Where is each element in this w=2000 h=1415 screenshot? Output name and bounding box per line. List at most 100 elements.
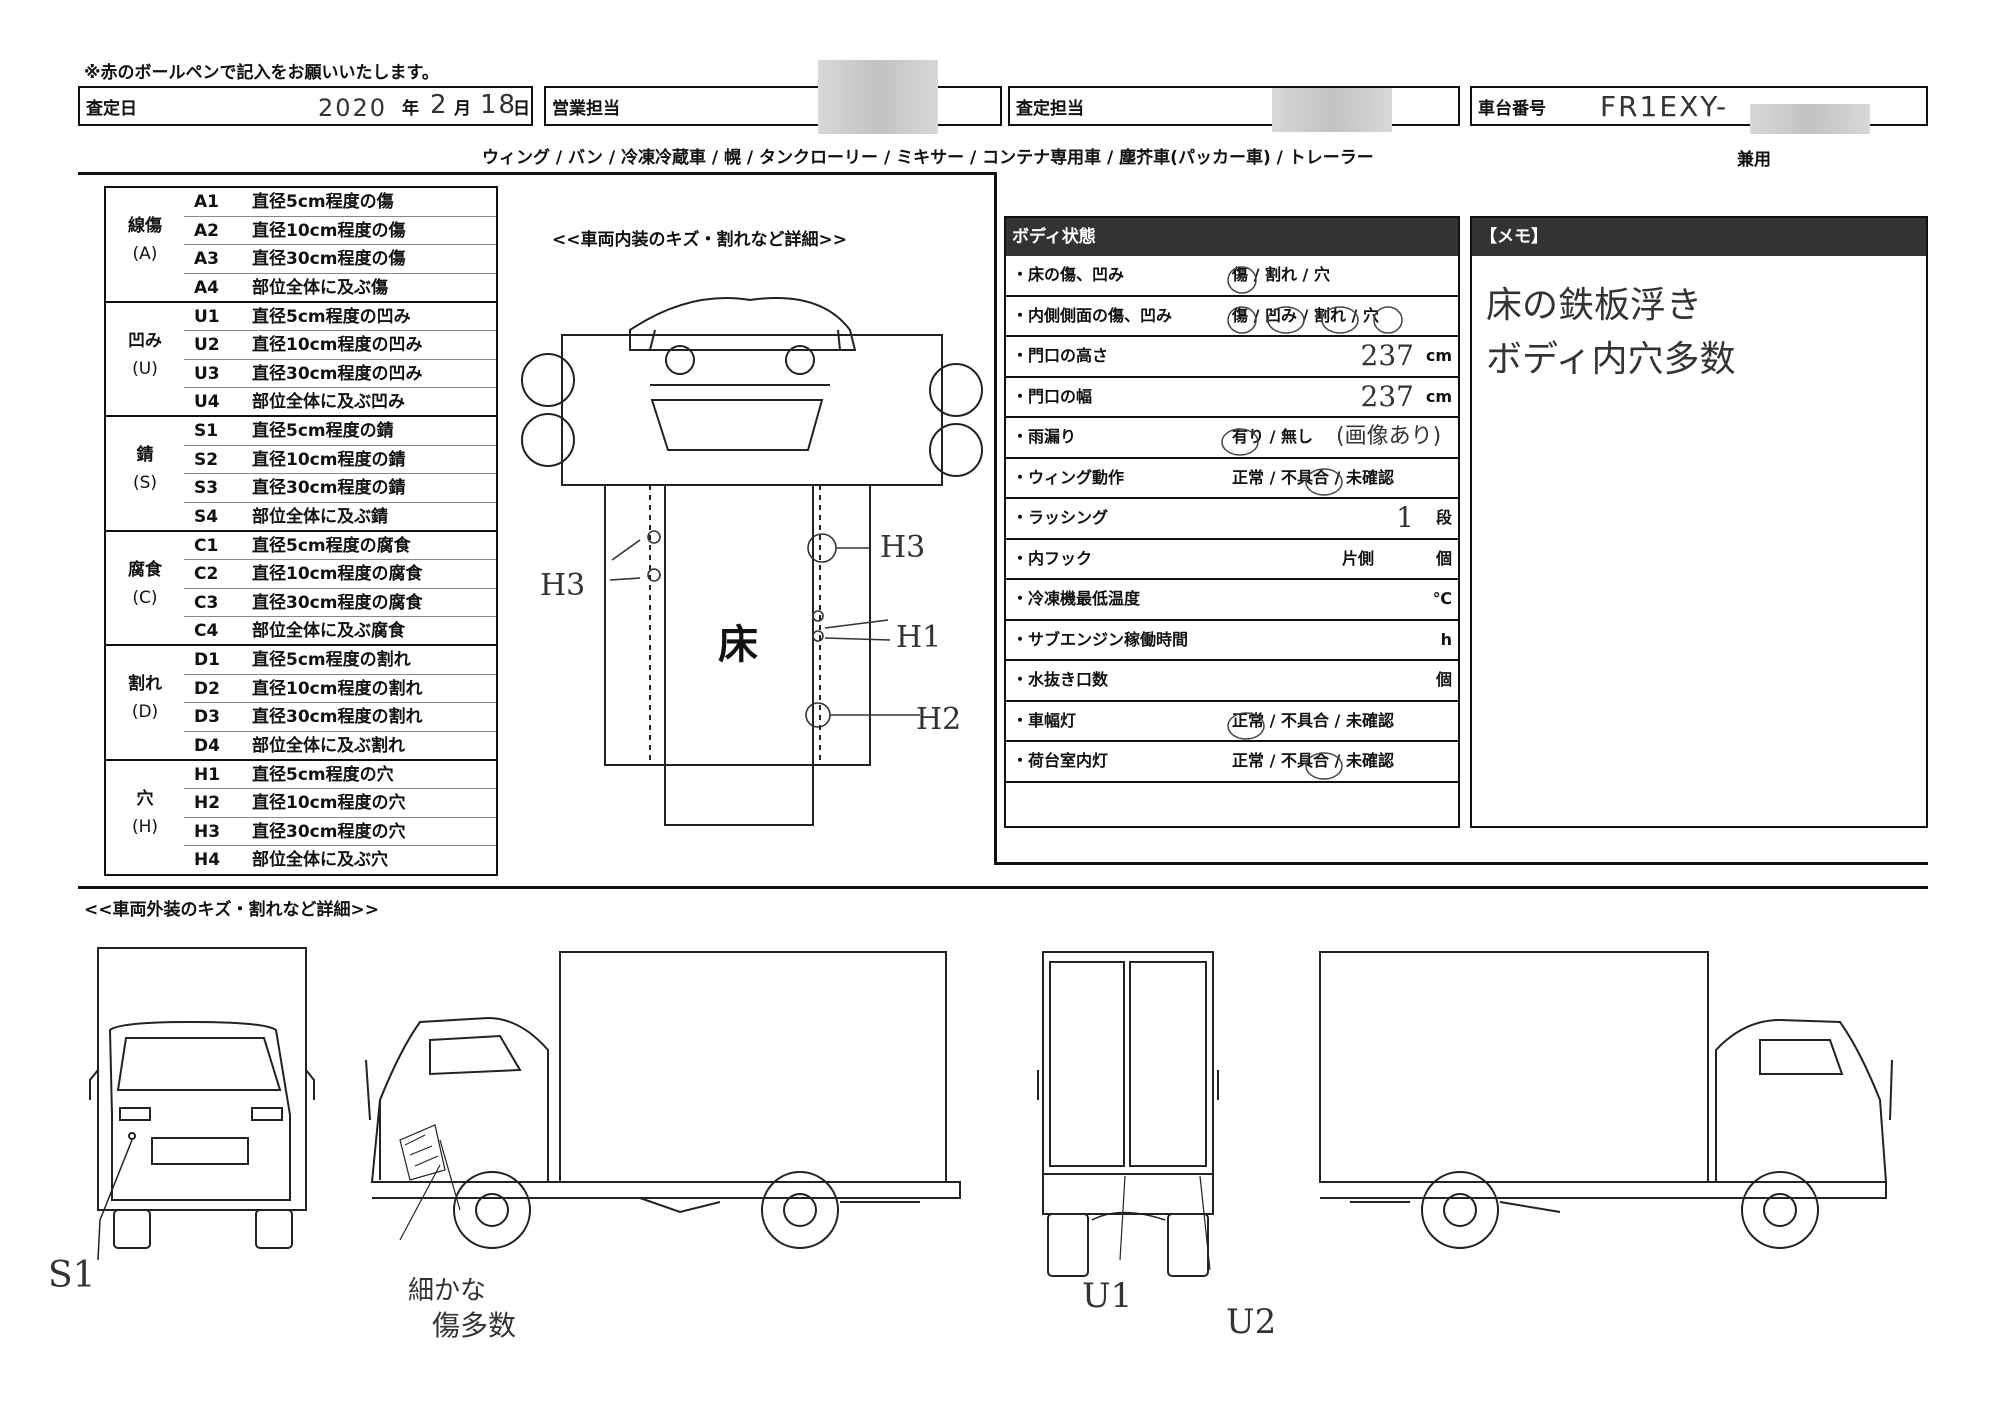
legend-category: 線傷 <box>128 216 162 236</box>
mark-s1: S1 <box>48 1255 96 1296</box>
option-circle-marks <box>1221 266 1403 780</box>
mark-h3-left: H3 <box>540 568 586 603</box>
bc-row-cargo-lamp[interactable]: ・荷台室内灯正常 / 不具合 / 未確認 <box>1006 742 1458 783</box>
ext-note-line-2: 傷多数 <box>432 1309 517 1342</box>
truck-rear-view <box>1037 951 1219 1277</box>
sales-staff-field[interactable]: 営業担当 <box>544 86 1002 126</box>
legend-category: 腐食 <box>128 559 162 580</box>
floor-label: 床 <box>718 622 758 668</box>
truck-front-view <box>89 947 315 1261</box>
mark-h2: H2 <box>916 702 962 737</box>
legend-category-code: (C) <box>132 587 158 608</box>
bc-row-drain[interactable]: ・水抜き口数個 <box>1006 661 1458 702</box>
date-day-value: 18 <box>480 90 518 120</box>
vehicle-number-value: FR1EXY- <box>1600 90 1729 123</box>
body-condition-title: ボディ状態 <box>1006 218 1458 256</box>
date-year-unit: 年 <box>402 99 419 119</box>
exterior-truck-diagrams <box>89 947 1893 1277</box>
legend-category: 穴 <box>136 788 154 809</box>
date-month-value: 2 <box>430 90 449 120</box>
leak-note: (画像あり) <box>1336 424 1442 449</box>
appraisal-date-label: 査定日 <box>86 98 137 119</box>
ext-note-line-1: 細かな <box>408 1276 487 1306</box>
legend-category-code: (D) <box>131 702 159 722</box>
divider-line <box>78 172 996 175</box>
memo-line-2: ボディ内穴多数 <box>1486 339 1736 380</box>
redaction-block <box>818 60 938 134</box>
legend-category-code: (S) <box>132 473 158 493</box>
legend-category: 凹み <box>128 330 162 351</box>
interior-section-title: <<車両内装のキズ・割れなど詳細>> <box>552 230 847 250</box>
legend-category-code: (H) <box>131 816 159 837</box>
divider-line <box>78 886 1928 889</box>
memo-line-1: 床の鉄板浮き <box>1486 285 1703 326</box>
bc-row-side-lamp[interactable]: ・車幅灯正常 / 不具合 / 未確認 <box>1006 702 1458 742</box>
legend-col-separator <box>184 188 185 874</box>
vehicle-type-list: ウィング / バン / 冷凍冷蔵車 / 幌 / タンクローリー / ミキサー /… <box>482 148 1374 168</box>
mark-h1: H1 <box>896 620 942 655</box>
appraiser-label: 査定担当 <box>1016 98 1084 119</box>
legend-category: 錆 <box>136 445 154 465</box>
appraisal-date-field[interactable]: 査定日 2020 年 2 月 18 日 <box>78 86 533 126</box>
bc-row-inner-hook[interactable]: ・内フック片側個 <box>1006 540 1458 580</box>
date-day-unit: 日 <box>513 99 530 119</box>
mark-u1: U1 <box>1082 1276 1133 1316</box>
sales-staff-label: 営業担当 <box>552 98 620 119</box>
interior-floor-diagram <box>521 297 983 826</box>
divider-line <box>994 862 1928 865</box>
legend-category-code: (U) <box>132 358 158 379</box>
mark-u2: U2 <box>1226 1302 1277 1342</box>
instruction-note: ※赤のボールペンで記入をお願いいたします。 <box>84 63 439 83</box>
vehicle-type-suffix: 兼用 <box>1737 150 1771 170</box>
truck-right-side-view <box>1319 951 1893 1249</box>
legend-category-code: (A) <box>132 244 158 264</box>
exterior-section-title: <<車両外装のキズ・割れなど詳細>> <box>84 900 379 920</box>
bc-row-leak[interactable]: ・雨漏り有り / 無し(画像あり) <box>1006 418 1458 459</box>
redaction-block <box>1272 88 1392 132</box>
mark-h3-right: H3 <box>880 530 926 565</box>
truck-left-side-view <box>365 951 961 1249</box>
bc-row-wing[interactable]: ・ウィング動作正常 / 不具合 / 未確認 <box>1006 459 1458 499</box>
divider-line <box>994 172 997 864</box>
appraiser-field[interactable]: 査定担当 <box>1008 86 1460 126</box>
vehicle-number-field[interactable]: 車台番号 FR1EXY- <box>1470 86 1928 126</box>
memo-panel[interactable]: 【メモ】 床の鉄板浮き ボディ内穴多数 <box>1470 216 1928 828</box>
redaction-block <box>1750 104 1870 134</box>
memo-title: 【メモ】 <box>1472 218 1926 256</box>
date-year-value: 2020 <box>318 94 388 122</box>
bc-row-freezer-temp[interactable]: ・冷凍機最低温度℃ <box>1006 580 1458 621</box>
